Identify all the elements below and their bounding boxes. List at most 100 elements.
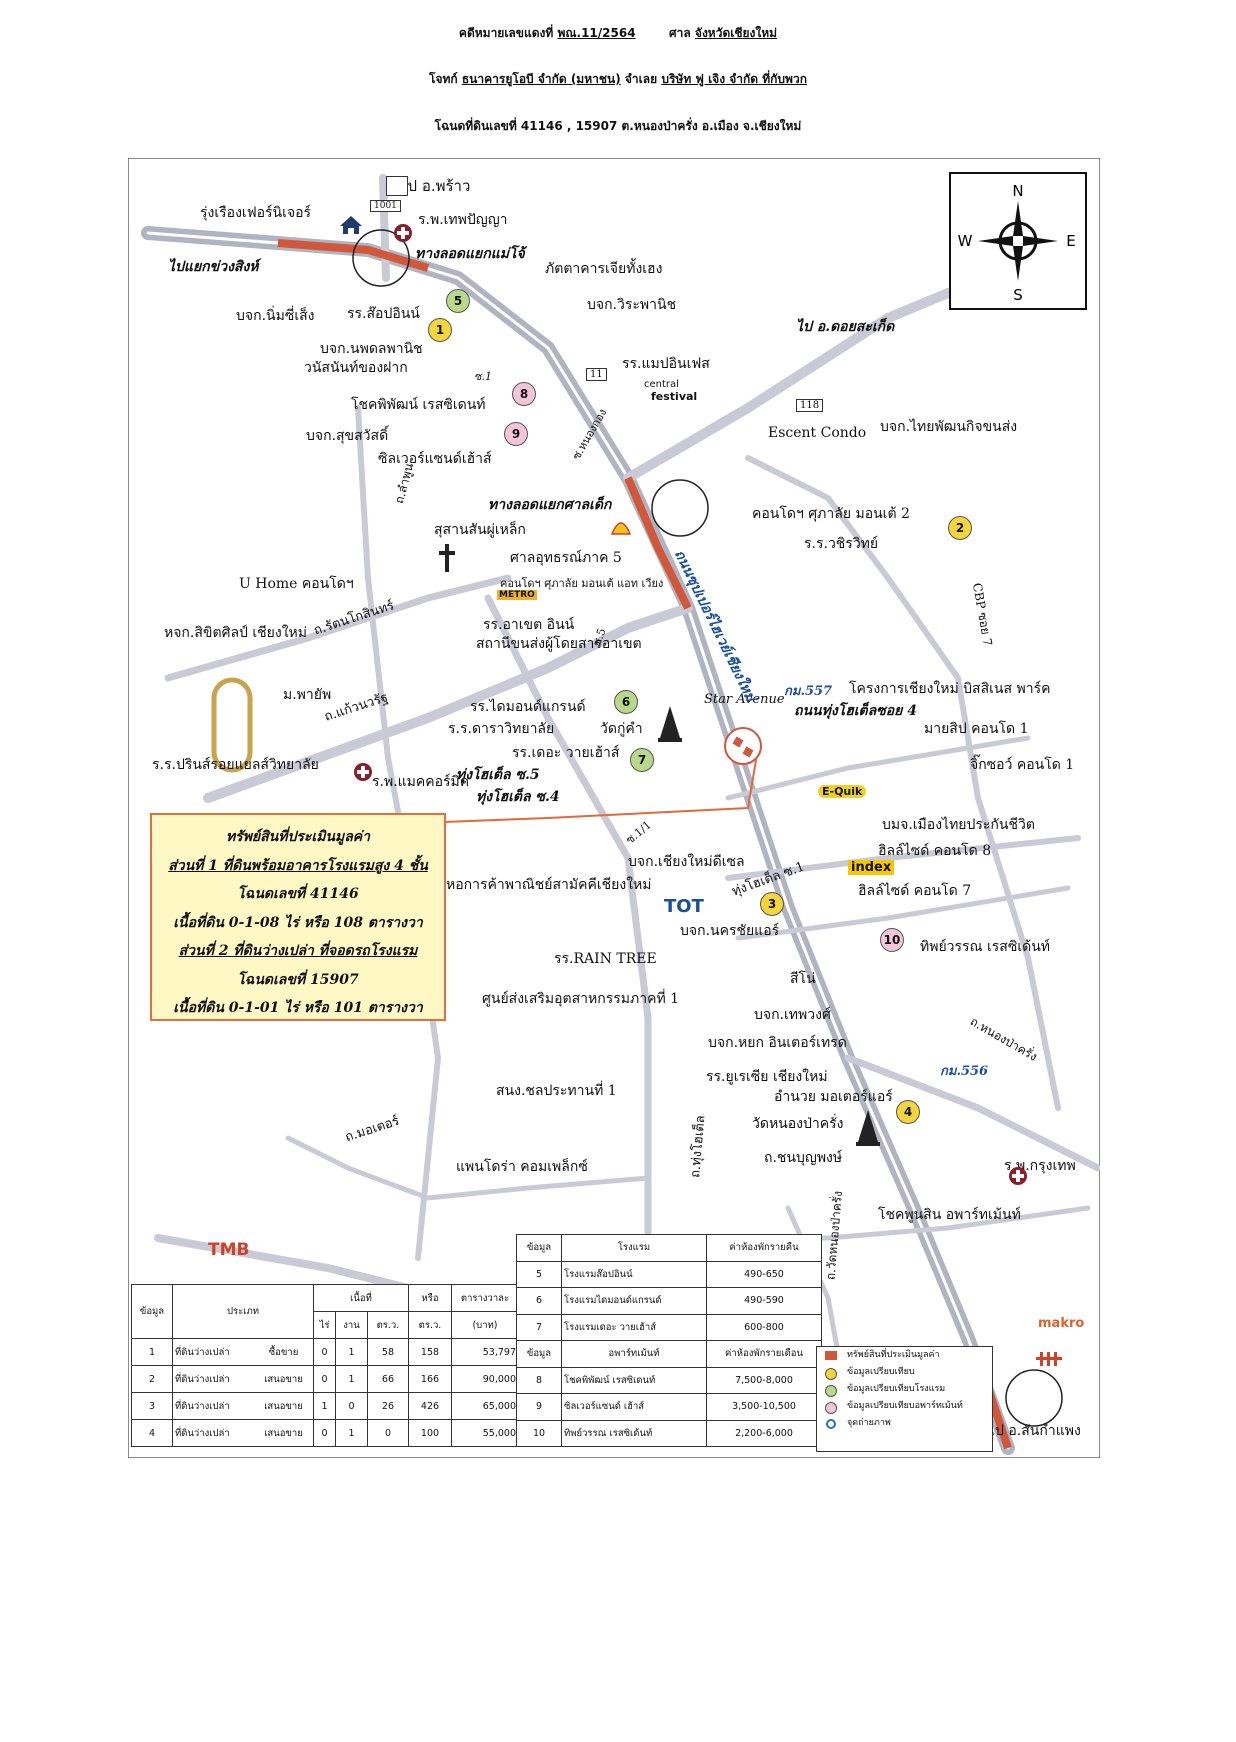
callout-area-1: เนื้อที่ดิน 0-1-08 ไร่ หรือ 108 ตารางวา (173, 914, 423, 931)
sanlek-underpass-highlight (624, 476, 692, 610)
label-thai-phatthana: บจก.ไทยพัฒนกิจขนส่ง (880, 419, 1018, 435)
case-label: คดีหมายเลขแดงที่ (458, 26, 554, 40)
label-thepthanya-hospital: ร.พ.เทพปัญญา (418, 212, 508, 228)
temple-icon (854, 1110, 882, 1150)
marker-8: 8 (512, 382, 536, 406)
label-eurasia-hotel: รร.ยูเรเซีย เชียงใหม่ (706, 1069, 828, 1085)
label-condo-suphalai-2: คอนโดฯ ศุภาลัย มอนเต้ 2 (752, 506, 910, 522)
label-km-557: กม.557 (784, 684, 833, 699)
marker-9: 9 (504, 422, 528, 446)
label-condo-monte-wiang: คอนโดฯ ศุภาลัย มอนเต้ แอท เวียง (500, 577, 664, 590)
label-mae-ping-inn: รร.แมปอินเฟส (622, 356, 710, 372)
label-nakhonchai-air: บจก.นครชัยแอร์ (680, 923, 780, 939)
tmb-logo: TMB (208, 1240, 250, 1260)
route-11-shield: 11 (586, 368, 607, 381)
marker-10: 10 (880, 928, 904, 952)
label-my-hip-condo: มายสิป คอนโด 1 (924, 721, 1029, 737)
label-thung-hotel-soi-4-road: ถนนทุ่งโฮเต็ลซอย 4 (794, 703, 917, 719)
callout-deed-2: โฉนดเลขที่ 15907 (237, 971, 359, 988)
label-industrial-promotion: ศูนย์ส่งเสริมอุตสาหกรรมภาคที่ 1 (482, 991, 680, 1007)
table-header-row: ข้อมูล ประเภท เนื้อที่ หรือ ตารางวาละ (131, 1284, 519, 1339)
label-court-region-5: ศาลอุทธรณ์ภาค 5 (510, 550, 622, 566)
court-name: จังหวัดเชียงใหม่ (694, 26, 778, 40)
label-wanasanan: วนัสนันท์ของฝาก (304, 360, 408, 376)
legend-item-hotel: ข้อมูลเปรียบเทียบโรงแรม (817, 1381, 992, 1398)
callout-area-2: เนื้อที่ดิน 0-1-01 ไร่ หรือ 101 ตารางวา (173, 1000, 423, 1016)
stadium-track (211, 677, 253, 773)
callout-part-1: ส่วนที่ 1 ที่ดินพร้อมอาคารโรงแรมสูง 4 ชั… (168, 857, 428, 874)
callout-title: ทรัพย์สินที่ประเมินมูลค่า (225, 829, 371, 845)
label-kitti-restaurant: ภัตตาคารเจียทั้งเฮง (545, 261, 663, 277)
callout-deed-1: โฉนดเลขที่ 41146 (237, 886, 359, 902)
label-watcharawit-school: ร.ร.วชิรวิทย์ (804, 536, 879, 552)
svg-text:S: S (1013, 286, 1023, 304)
defendant-name: บริษัท ฟู เจิง จำกัด ที่กับพวก (661, 72, 807, 86)
label-thung-hotel-soi-4: ทุ่งโฮเต็ล ซ.4 (476, 789, 560, 805)
label-prince-royal: ร.ร.ปรินส์รอยแยลส์วิทยาลัย (152, 757, 319, 773)
legend-item-apartment: ข้อมูลเปรียบเทียบอพาร์ทเม้นท์ (817, 1398, 992, 1415)
label-the-way-house: รร.เดอะ วายเฮ้าส์ (512, 745, 620, 761)
marker-2: 2 (948, 516, 972, 540)
header-line-1: คดีหมายเลขแดงที่ พณ.11/2564 ศาล จังหวัดเ… (0, 24, 1236, 43)
label-dara-school: ร.ร.ดาราวิทยาลัย (448, 721, 555, 737)
label-mccormick-hospital: ร.พ.แมคคอร์มิค (372, 774, 470, 790)
legend-swatch (825, 1402, 837, 1414)
label-star-avenue: Star Avenue (704, 692, 785, 707)
map-legend: ทรัพย์สินที่ประเมินมูลค่า ข้อมูลเปรียบเท… (816, 1346, 993, 1452)
label-nopphadon: บจก.นพดลพานิช (320, 341, 423, 357)
svg-text:N: N (1012, 182, 1023, 200)
legend-item-comparable: ข้อมูลเปรียบเทียบ (817, 1364, 992, 1381)
property-callout: ทรัพย์สินที่ประเมินมูลค่า ส่วนที่ 1 ที่ด… (150, 813, 446, 1021)
maejo-intersection-circle (352, 229, 410, 287)
label-pandora-complex: แพนโดร่า คอมเพล็กซ์ (456, 1159, 588, 1175)
label-maejo-underpass: ทางลอดแยกแม่โจ้ (415, 246, 525, 262)
label-thepwong: บจก.เทพวงศ์ (754, 1007, 831, 1023)
label-chotiphat: โชคพิพัฒน์ เรสซิเดนท์ (351, 397, 486, 413)
label-chonbunphong-rd: ถ.ชนบุญพงษ์ (764, 1150, 843, 1166)
defendant-label: จำเลย (624, 72, 658, 86)
route-118-shield: 118 (796, 399, 824, 412)
legend-swatch (825, 1368, 837, 1380)
table-header-row: ข้อมูล อพาร์ทเม้นท์ ค่าห้องพักรายเดือน (516, 1340, 822, 1368)
label-suksawat: บจก.สุขสวัสดิ์ (306, 428, 389, 444)
label-thip-wan-residence: ทิพย์วรรณ เรสซิเด้นท์ (920, 939, 1051, 955)
marker-3: 3 (760, 892, 784, 916)
temple-icon (656, 706, 684, 746)
compass-icon: N S W E (958, 182, 1076, 304)
metro-logo: METRO (497, 590, 537, 600)
label-sukpornnan: รร.ส๊อปอินน์ (347, 306, 420, 322)
label-sanlek-underpass: ทางลอดแยกศาลเด็ก (488, 497, 612, 513)
house-icon (338, 214, 364, 240)
subject-site-marker (724, 727, 762, 765)
label-wira: บจก.วิระพานิช (587, 297, 677, 313)
legend-item-photo-point: จุดถ่ายภาพ (817, 1415, 992, 1432)
court-label: ศาล (669, 26, 691, 40)
label-to-phrao: ไป อ.พร้าว (400, 177, 471, 195)
railway-icon (1036, 1350, 1062, 1372)
label-arcade-inn: รร.อาเขต อินน์ (483, 617, 575, 633)
index-logo: index (848, 860, 895, 875)
marker-6: 6 (614, 690, 638, 714)
callout-part-2: ส่วนที่ 2 ที่ดินว่างเปล่า ที่จอดรถโรงแรม (178, 943, 418, 959)
plaintiff-name: ธนาคารยูโอบี จำกัด (มหาชน) (461, 72, 621, 86)
legend-swatch (825, 1385, 837, 1397)
hospital-icon (353, 762, 373, 786)
label-payap-university: ม.พายัพ (283, 687, 332, 703)
shell-station-icon (610, 516, 632, 540)
label-to-chuangsing: ไปแยกข่วงสิงห์ (168, 259, 259, 275)
label-rain-tree-hotel: รร.RAIN TREE (554, 951, 657, 967)
svg-text:W: W (958, 232, 973, 250)
label-escent-condo: Escent Condo (768, 425, 867, 441)
table-header-row: ข้อมูล โรงแรม ค่าห้องพักรายคืน (516, 1234, 822, 1262)
hospital-icon (393, 223, 413, 247)
legend-swatch (825, 1351, 837, 1360)
label-wat-nong-pa-khrang: วัดหนองป่าครั่ง (752, 1116, 844, 1132)
label-silver-sand: ซิลเวอร์แซนด์เฮ้าส์ (378, 451, 492, 467)
route-sign-icon (386, 176, 408, 196)
label-festival: festival (651, 390, 698, 403)
